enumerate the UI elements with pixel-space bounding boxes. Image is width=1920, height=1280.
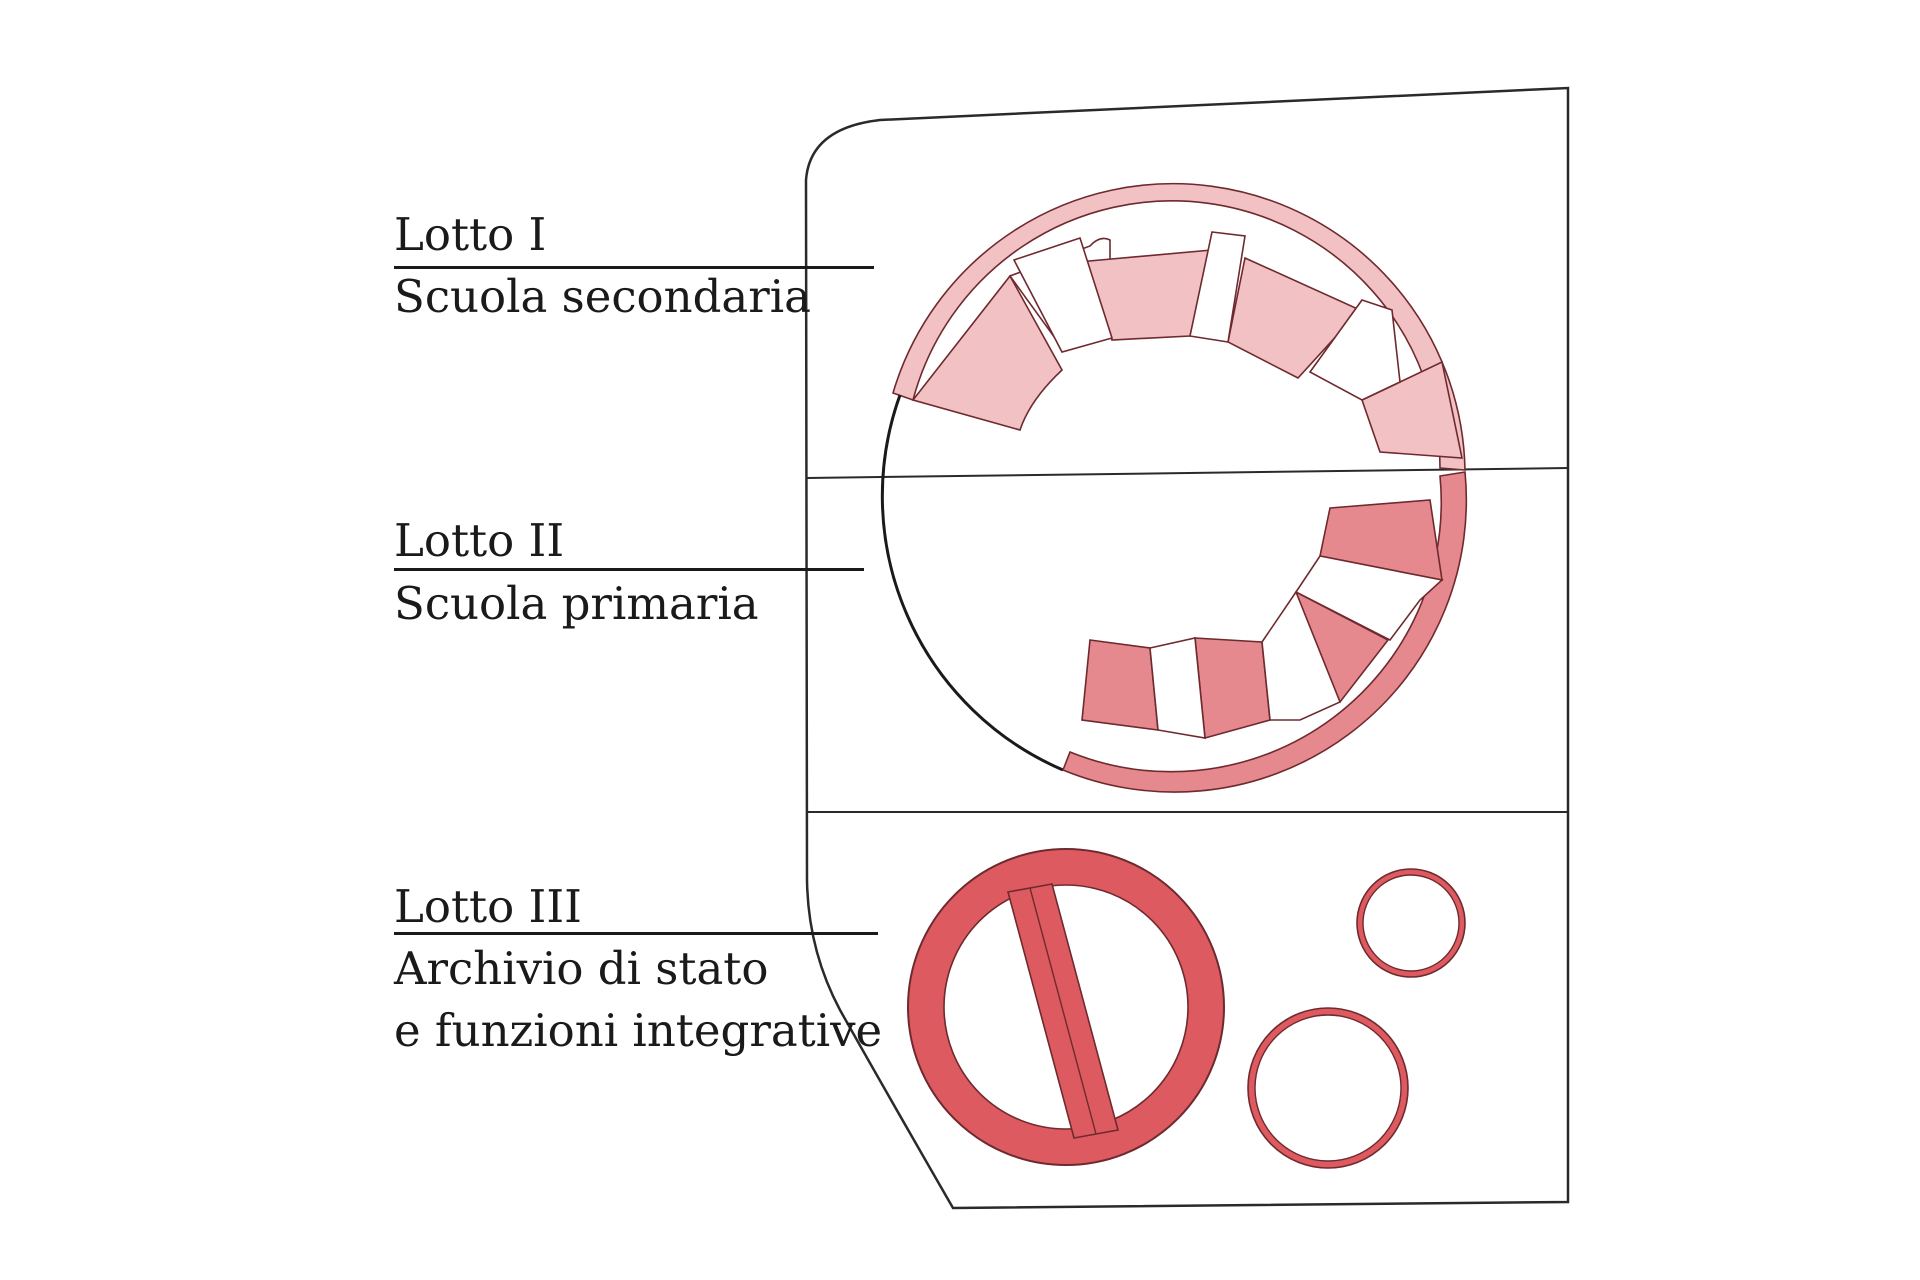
lot-1-courts (1012, 231, 1401, 401)
lot-2-courts (1149, 555, 1444, 739)
lot-2-description: Scuola primaria (394, 577, 759, 630)
lot-2-wing-south-2 (1081, 639, 1159, 731)
lot-1-description: Scuola secondaria (394, 270, 811, 323)
lot-1-court-3 (1308, 299, 1401, 401)
lot-division-line-1-2 (806, 467, 1569, 479)
lot-1-court-1 (1012, 236, 1114, 353)
lot-1-court-2 (1189, 231, 1246, 343)
lot-1-wing-west (911, 274, 1064, 431)
lot-3-description-line-2: e funzioni integrative (394, 1004, 883, 1057)
lot-1-leader-line (394, 266, 874, 269)
lot-3-small-drum-2 (1247, 1007, 1409, 1169)
site-boundary (804, 86, 1570, 1210)
lot-2-leader-line (394, 568, 864, 571)
lot-3-leader-line (394, 932, 878, 935)
lot-2-title: Lotto II (394, 514, 565, 567)
ring-outline-west (880, 394, 1064, 772)
lot-1-wing-north-2 (1227, 256, 1362, 379)
lot-2-court-2 (1261, 590, 1342, 721)
lot-2-ring-band (1061, 471, 1468, 793)
lot-1-building (892, 182, 1466, 471)
lot-2-building (1061, 471, 1468, 793)
small-drum-1-inner (1362, 874, 1460, 972)
lot-1-ring-band (892, 182, 1466, 471)
archive-block-divider (1029, 887, 1097, 1135)
lot-2-court-3 (1149, 637, 1206, 739)
lot-2-wing-south-1 (1194, 637, 1271, 740)
lot-3-small-drum-1 (1356, 868, 1466, 978)
lot-1-title: Lotto I (394, 208, 547, 261)
lot-3-title: Lotto III (394, 880, 582, 933)
small-drum-2-inner (1254, 1014, 1402, 1162)
lot-3-description-line-1: Archivio di stato (394, 942, 769, 995)
lot-2-court-1 (1294, 555, 1444, 642)
lot-3-archive (907, 848, 1225, 1166)
